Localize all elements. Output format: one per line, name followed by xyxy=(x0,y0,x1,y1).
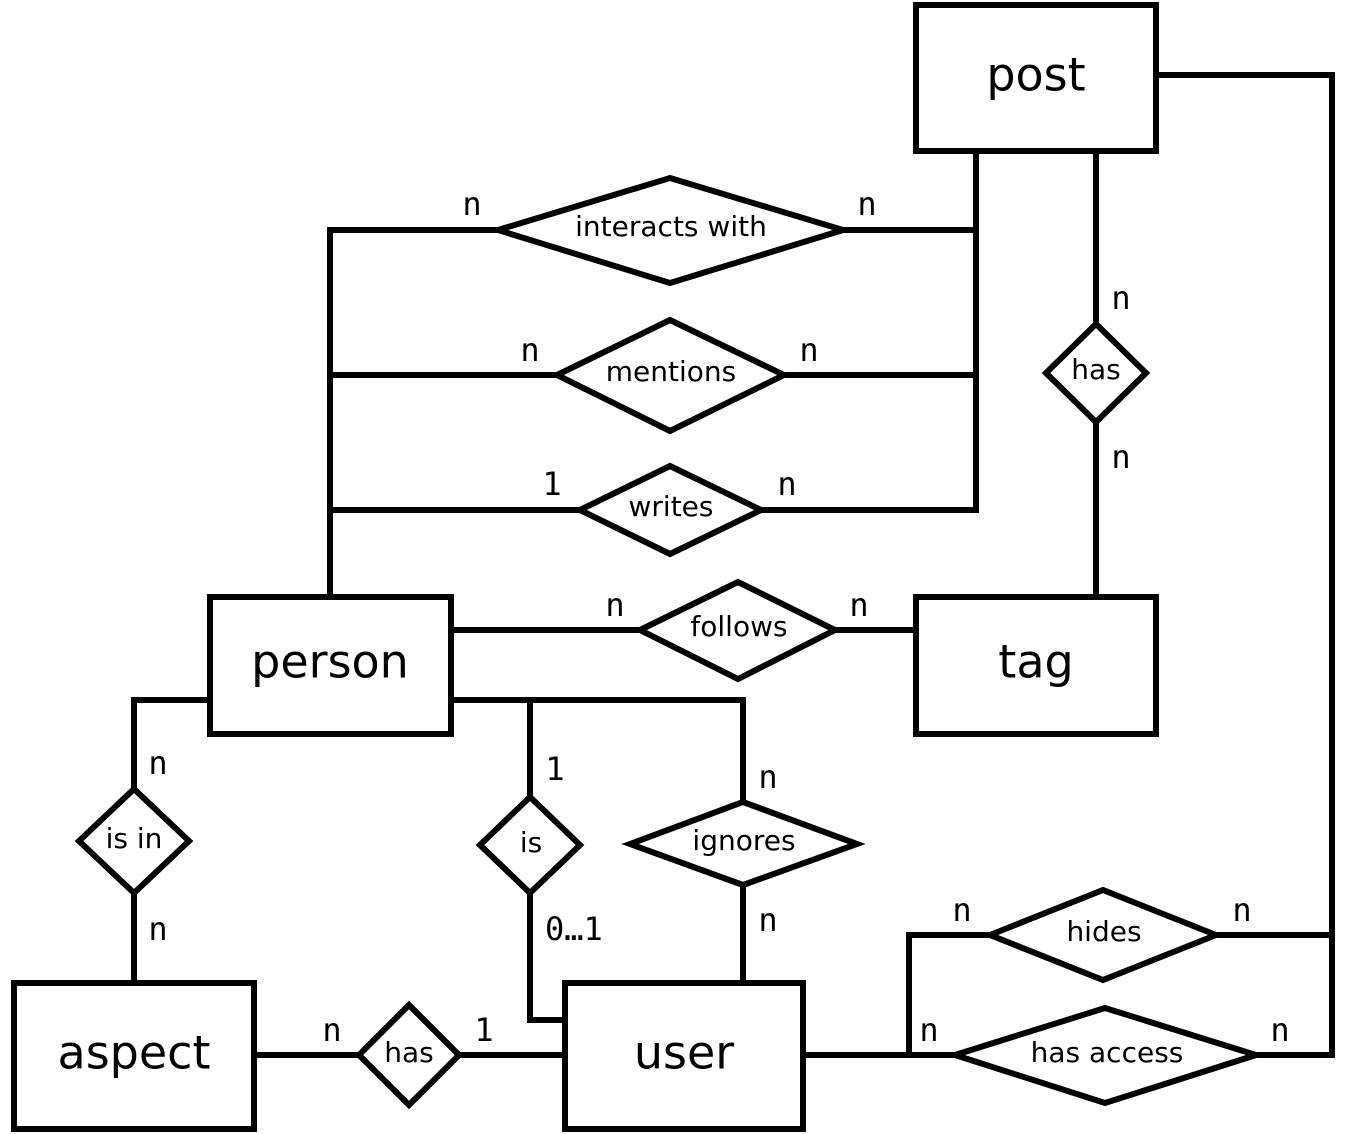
cardinality-has-access-user: n xyxy=(919,1011,938,1049)
connector-post-right xyxy=(1156,72,1335,1058)
entity-aspect: aspect xyxy=(11,980,257,1132)
relationship-ignores: ignores xyxy=(621,798,866,889)
entity-user: user xyxy=(562,980,806,1132)
relationship-writes-label: writes xyxy=(629,490,714,523)
relationship-mentions: mentions xyxy=(550,316,791,435)
connector-is-user xyxy=(527,893,565,1023)
relationship-is-in-diamond xyxy=(74,784,194,898)
cardinality-aspect-has-aspect: n xyxy=(322,1011,341,1049)
entity-post: post xyxy=(913,2,1159,154)
relationship-has-access-diamond xyxy=(945,1004,1266,1107)
cardinality-interacts-with-post: n xyxy=(857,185,876,223)
relationship-is-in: is in xyxy=(74,784,194,898)
relationship-hides-diamond xyxy=(981,886,1225,984)
relationship-has-access: has access xyxy=(945,1004,1266,1107)
entity-user-label: user xyxy=(634,1026,734,1080)
cardinality-mentions-post: n xyxy=(799,331,818,369)
relationship-interacts-with-label: interacts with xyxy=(575,210,767,243)
relationship-user-has-aspect-diamond xyxy=(354,1000,464,1110)
entity-person: person xyxy=(207,594,454,737)
cardinality-is-user: 0…1 xyxy=(545,910,603,948)
relationship-user-has-aspect-label: has xyxy=(384,1036,434,1069)
entity-tag-box xyxy=(913,594,1159,737)
entity-person-box xyxy=(207,594,454,737)
relationship-follows-diamond xyxy=(633,578,842,683)
cardinality-writes-person: 1 xyxy=(542,465,561,503)
connectors xyxy=(131,72,1335,1058)
entity-aspect-box xyxy=(11,980,257,1132)
relationship-ignores-diamond xyxy=(621,798,866,889)
entity-tag: tag xyxy=(913,594,1159,737)
entity-aspect-label: aspect xyxy=(58,1026,211,1080)
connector-person-branch xyxy=(451,697,746,802)
relationship-ignores-label: ignores xyxy=(692,824,795,857)
entity-person-label: person xyxy=(251,635,409,689)
relationship-interacts-with: interacts with xyxy=(487,174,854,287)
relationship-writes: writes xyxy=(573,462,768,558)
relationship-is: is xyxy=(475,792,585,898)
relationship-interacts-with-diamond xyxy=(487,174,854,287)
relationship-user-has-aspect: has xyxy=(354,1000,464,1110)
connector-user-hides xyxy=(906,932,990,1055)
relationship-mentions-label: mentions xyxy=(606,355,736,388)
relationship-has-access-label: has access xyxy=(1031,1036,1184,1069)
relationship-post-has-tag-label: has xyxy=(1071,353,1121,386)
relationship-mentions-diamond xyxy=(550,316,791,435)
entity-post-box xyxy=(913,2,1159,154)
cardinality-hides-user: n xyxy=(952,891,971,929)
cardinality-ignores-user: n xyxy=(758,901,777,939)
relationship-writes-diamond xyxy=(573,462,768,558)
relationship-is-diamond xyxy=(475,792,585,898)
connector-person-trunk xyxy=(327,227,498,597)
relationship-post-has-tag-diamond xyxy=(1041,319,1151,427)
cardinality-has-tag: n xyxy=(1111,438,1130,476)
cardinality-is-in-aspect: n xyxy=(148,910,167,948)
connector-post-trunk xyxy=(761,152,979,513)
cardinality-has-post: n xyxy=(1111,279,1130,317)
entity-tag-label: tag xyxy=(998,635,1073,689)
connector-person-isin xyxy=(131,697,210,789)
cardinality-follows-person: n xyxy=(605,586,624,624)
cardinality-aspect-has-user: 1 xyxy=(474,1011,493,1049)
cardinality-ignores-person: n xyxy=(758,758,777,796)
cardinality-has-access-post: n xyxy=(1270,1011,1289,1049)
cardinality-is-person: 1 xyxy=(545,750,564,788)
relationship-is-in-label: is in xyxy=(106,822,163,855)
relationship-is-label: is xyxy=(520,826,542,859)
relationship-hides: hides xyxy=(981,886,1225,984)
relationship-post-has-tag: has xyxy=(1041,319,1151,427)
cardinality-interacts-with-person: n xyxy=(462,185,481,223)
cardinality-follows-tag: n xyxy=(849,586,868,624)
relationship-follows-label: follows xyxy=(690,610,787,643)
relationship-hides-label: hides xyxy=(1066,915,1141,948)
cardinality-is-in-person: n xyxy=(148,744,167,782)
entity-user-box xyxy=(562,980,806,1132)
cardinality-writes-post: n xyxy=(777,465,796,503)
cardinalities: n n n n 1 n n n n n n n 1 0…1 n n n n n … xyxy=(148,185,1289,1049)
entity-post-label: post xyxy=(986,48,1085,102)
cardinality-hides-post: n xyxy=(1232,891,1251,929)
relationship-follows: follows xyxy=(633,578,842,683)
cardinality-mentions-person: n xyxy=(520,331,539,369)
